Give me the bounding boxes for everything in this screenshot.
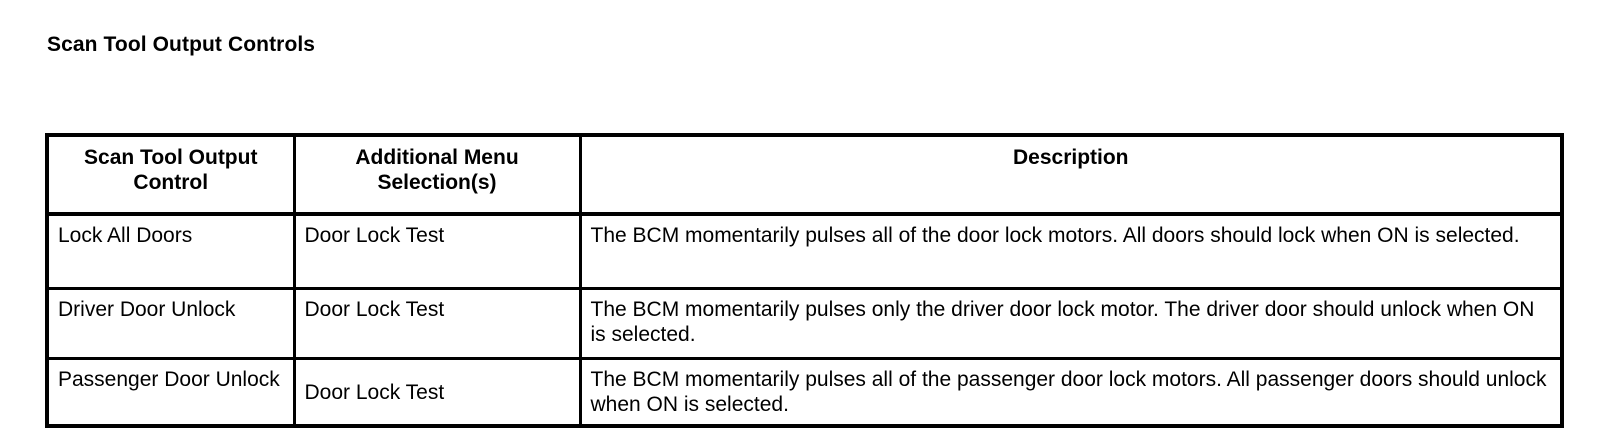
table-header-row: Scan Tool Output Control Additional Menu… bbox=[45, 133, 1564, 216]
control-name: Driver Door Unlock bbox=[58, 298, 236, 321]
scan-tool-output-controls-table-wrapper: Scan Tool Output Control Additional Menu… bbox=[45, 133, 1564, 428]
description-text: The BCM momentarily pulses only the driv… bbox=[590, 298, 1541, 346]
table-row: Driver Door Unlock Door Lock Test The BC… bbox=[45, 287, 1564, 360]
menu-selection: Door Lock Test bbox=[304, 224, 445, 247]
column-header-menu-line-1: Additional Menu bbox=[355, 146, 519, 169]
scan-tool-output-controls-table: Scan Tool Output Control Additional Menu… bbox=[45, 133, 1564, 428]
table-body: Lock All Doors Door Lock Test The BCM mo… bbox=[45, 212, 1564, 428]
table-header: Scan Tool Output Control Additional Menu… bbox=[45, 133, 1564, 216]
cell-description: The BCM momentarily pulses all of the pa… bbox=[578, 357, 1564, 428]
cell-menu-selection: Door Lock Test bbox=[292, 357, 582, 428]
page-title: Scan Tool Output Controls bbox=[47, 33, 316, 56]
description-text: The BCM momentarily pulses all of the pa… bbox=[590, 368, 1553, 416]
menu-selection: Door Lock Test bbox=[304, 380, 445, 404]
control-name: Lock All Doors bbox=[58, 224, 193, 247]
cell-control: Driver Door Unlock bbox=[45, 287, 296, 360]
cell-menu-selection: Door Lock Test bbox=[292, 287, 582, 360]
table-row: Lock All Doors Door Lock Test The BCM mo… bbox=[45, 212, 1564, 290]
column-header-control-line-1: Scan Tool Output bbox=[84, 146, 258, 169]
cell-menu-selection: Door Lock Test bbox=[292, 212, 582, 290]
cell-description: The BCM momentarily pulses only the driv… bbox=[578, 287, 1564, 360]
cell-control: Passenger Door Unlock bbox=[45, 357, 296, 428]
cell-control: Lock All Doors bbox=[45, 212, 296, 290]
cell-description: The BCM momentarily pulses all of the do… bbox=[578, 212, 1564, 290]
column-header-menu-line-2: Selection(s) bbox=[377, 171, 497, 194]
control-name: Passenger Door Unlock bbox=[58, 368, 280, 391]
table-row: Passenger Door Unlock Door Lock Test The… bbox=[45, 357, 1564, 428]
column-header-description: Description bbox=[578, 133, 1564, 216]
column-header-additional-menu-selections: Additional Menu Selection(s) bbox=[292, 133, 582, 216]
column-header-control-line-2: Control bbox=[133, 171, 209, 194]
column-header-description-label: Description bbox=[1012, 146, 1129, 169]
description-text: The BCM momentarily pulses all of the do… bbox=[590, 224, 1520, 247]
column-header-scan-tool-output-control: Scan Tool Output Control bbox=[45, 133, 296, 216]
menu-selection: Door Lock Test bbox=[304, 298, 445, 321]
